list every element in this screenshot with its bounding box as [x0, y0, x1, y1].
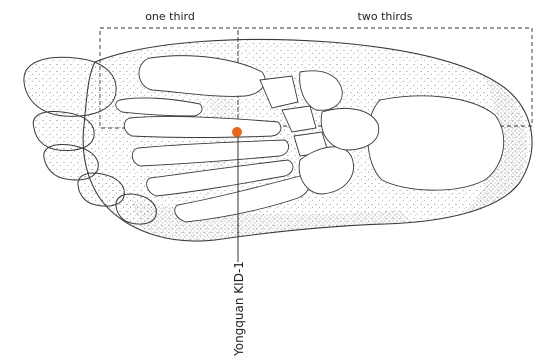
acupoint-label: Yongquan KID-1 — [232, 261, 246, 357]
yongquan-point-marker — [232, 127, 242, 137]
heel-pad — [368, 96, 504, 190]
two-thirds-label: two thirds — [358, 10, 413, 23]
one-third-label: one third — [145, 10, 195, 23]
big-toe — [24, 57, 116, 116]
